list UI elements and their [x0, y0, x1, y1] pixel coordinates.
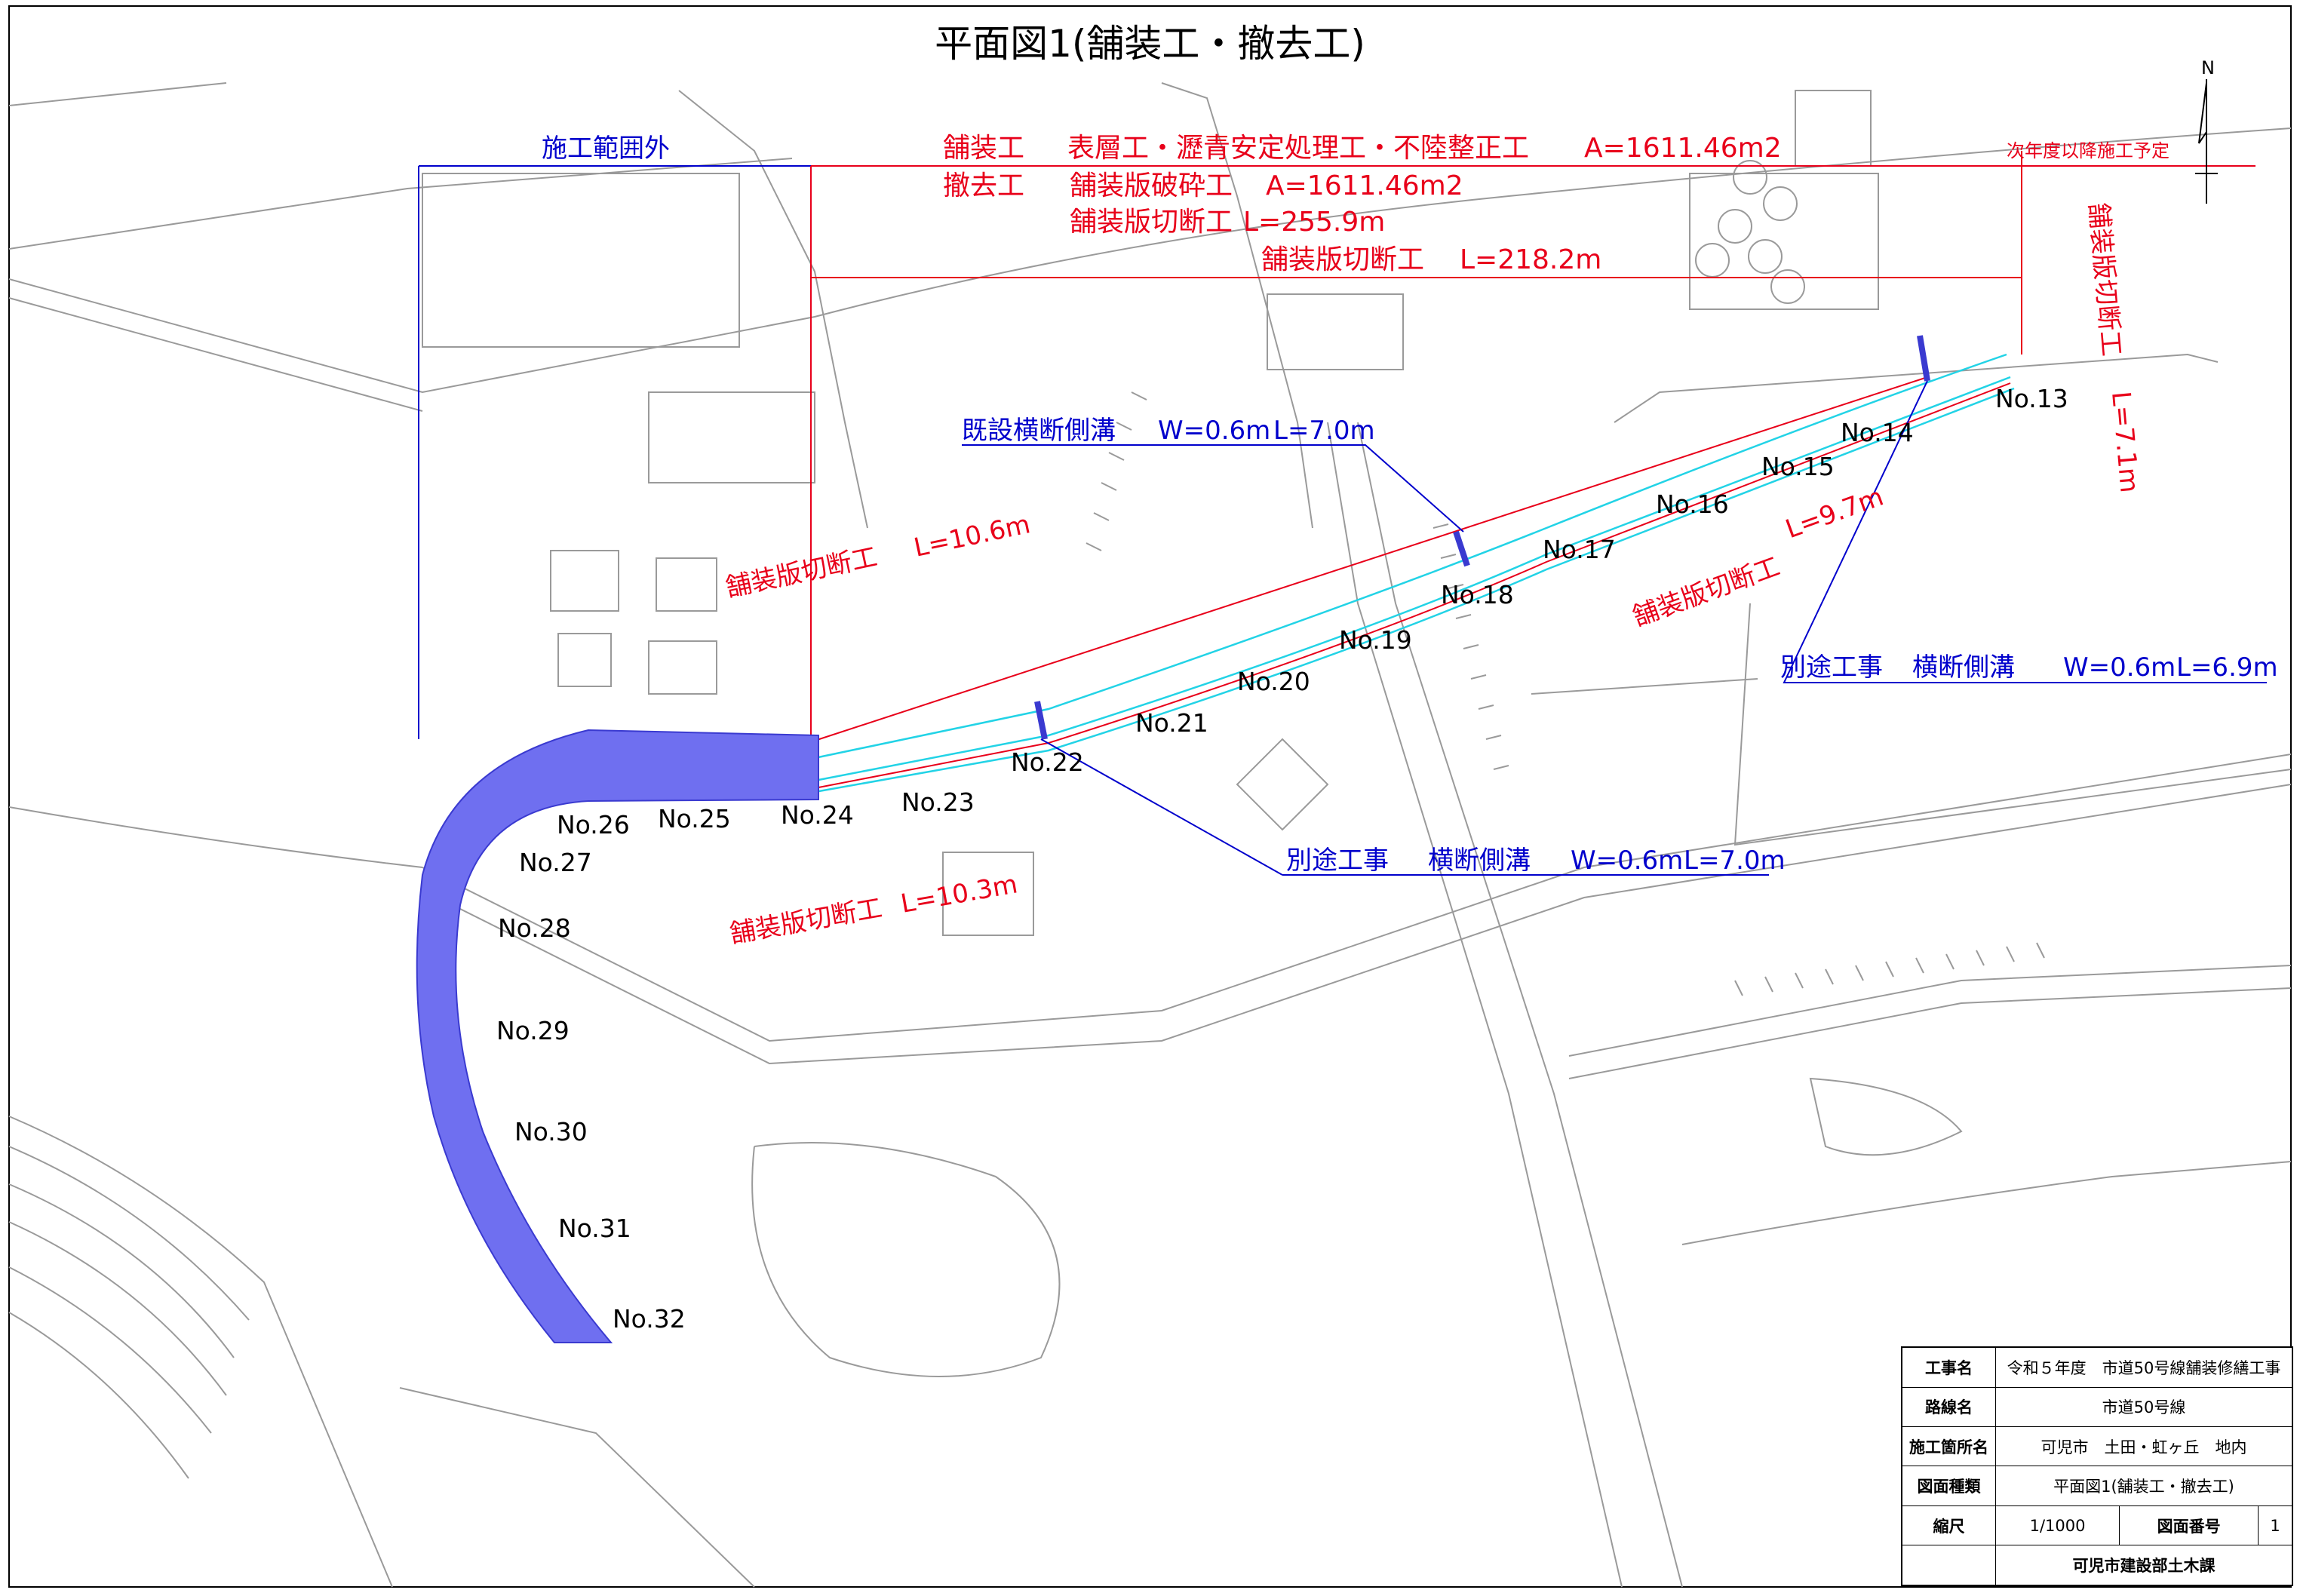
label-cut-right-b: L=7.1m [2105, 390, 2145, 494]
label-sep-ditch2-d: L=7.0m [1684, 846, 1786, 876]
station-label: No.19 [1339, 625, 1412, 655]
tb-place-header: 施工箇所名 [1901, 1426, 1996, 1467]
base-map [8, 82, 2292, 1588]
label-remove-a: 撤去工 [943, 170, 1024, 201]
label-cut-left-b: L=10.6m [911, 509, 1033, 563]
label-sep-ditch1-a: 別途工事 [1780, 652, 1883, 683]
station-label: No.15 [1761, 452, 1835, 481]
hatch-ticks [1086, 391, 2045, 996]
station-label: No.28 [498, 913, 571, 943]
label-existing-ditch-c: L=7.0m [1273, 416, 1375, 446]
station-label: No.31 [558, 1214, 631, 1243]
tb-route-value: 市道50号線 [1995, 1386, 2293, 1427]
title-block: 工事名 令和５年度 市道50号線舗装修繕工事 路線名 市道50号線 施工箇所名 … [1901, 1346, 2293, 1586]
label-sep-ditch2-a: 別途工事 [1286, 846, 1389, 876]
label-remove-b: 舗装版破砕工 [1070, 170, 1233, 201]
label-sep-ditch1-d: L=6.9m [2176, 652, 2278, 683]
label-cut-low-a: 舗装版切断工 [728, 893, 885, 950]
tb-scale-value: 1/1000 [1994, 1505, 2120, 1546]
label-cut-mid-b: L=9.7m [1782, 482, 1887, 545]
north-arrow-icon [2195, 79, 2218, 204]
tb-project-header: 工事名 [1901, 1346, 1996, 1388]
station-label: No.30 [514, 1117, 588, 1146]
tb-org: 可児市建設部土木課 [1995, 1545, 2293, 1586]
tb-route-header: 路線名 [1901, 1386, 1996, 1427]
label-pave-a: 舗装工 [943, 133, 1024, 164]
tb-num-value: 1 [2258, 1505, 2293, 1546]
station-labels: No.13 No.14 No.15 No.16 No.17 No.18 No.1… [496, 384, 2068, 1334]
paved-area [416, 729, 819, 1343]
label-pave-c: A=1611.46m2 [1584, 133, 1782, 164]
label-cut-right-a: 舗装版切断工 [2083, 201, 2127, 358]
station-label: No.26 [557, 810, 630, 839]
construction-range [810, 151, 2255, 741]
station-label: No.22 [1011, 747, 1084, 777]
label-cut2-b: L=218.2m [1460, 244, 1601, 275]
station-label: No.23 [901, 787, 975, 817]
tb-type-value: 平面図1(舗装工・撤去工) [1995, 1466, 2293, 1506]
label-sep-ditch1-c: W=0.6m [2063, 652, 2176, 683]
station-label: No.29 [496, 1016, 570, 1045]
north-label: N [2201, 57, 2215, 78]
label-sep-ditch1-b: 横断側溝 [1912, 652, 2015, 683]
label-pave-b: 表層工・瀝青安定処理工・不陸整正工 [1067, 133, 1529, 164]
station-label: No.25 [658, 804, 731, 833]
tb-scale-header: 縮尺 [1901, 1505, 1996, 1546]
label-sep-ditch2-b: 横断側溝 [1428, 846, 1531, 876]
ditches [1034, 335, 1930, 740]
tb-type-header: 図面種類 [1901, 1466, 1996, 1506]
tb-num-header: 図面番号 [2119, 1505, 2259, 1546]
station-label: No.32 [613, 1304, 686, 1334]
label-outside-range: 施工範囲外 [542, 134, 670, 164]
label-cut-mid-a: 舗装版切断工 [1629, 551, 1783, 632]
station-label: No.20 [1237, 667, 1310, 696]
page-title: 平面図1(舗装工・撤去工) [935, 22, 1365, 66]
label-remove-c: A=1611.46m2 [1266, 170, 1463, 201]
label-next-year: 次年度以降施工予定 [2007, 140, 2169, 161]
station-label: No.14 [1841, 418, 1914, 447]
road-centerline [814, 353, 2015, 793]
label-cut2-a: 舗装版切断工 [1261, 244, 1424, 275]
station-label: No.13 [1995, 384, 2068, 413]
station-label: No.17 [1543, 535, 1616, 564]
tb-place-value: 可児市 土田・虹ヶ丘 地内 [1995, 1426, 2293, 1467]
label-existing-ditch-b: W=0.6m [1158, 416, 1270, 446]
label-sep-ditch2-c: W=0.6m [1571, 846, 1683, 876]
label-cut-left-a: 舗装版切断工 [723, 542, 880, 603]
station-label: No.21 [1135, 708, 1208, 738]
sheet-border [8, 5, 2292, 1588]
station-label: No.16 [1656, 490, 1729, 519]
station-label: No.24 [781, 800, 854, 830]
label-existing-ditch-a: 既設横断側溝 [962, 416, 1116, 446]
tb-project-value: 令和５年度 市道50号線舗装修繕工事 [1995, 1346, 2293, 1388]
label-cut1-a: 舗装版切断工 [1070, 207, 1233, 238]
station-label: No.18 [1441, 580, 1514, 609]
station-label: No.27 [519, 848, 592, 877]
label-cut-low-b: L=10.3m [898, 869, 1020, 919]
cut-line [814, 382, 2011, 789]
label-cut1-b: L=255.9m [1243, 207, 1385, 238]
